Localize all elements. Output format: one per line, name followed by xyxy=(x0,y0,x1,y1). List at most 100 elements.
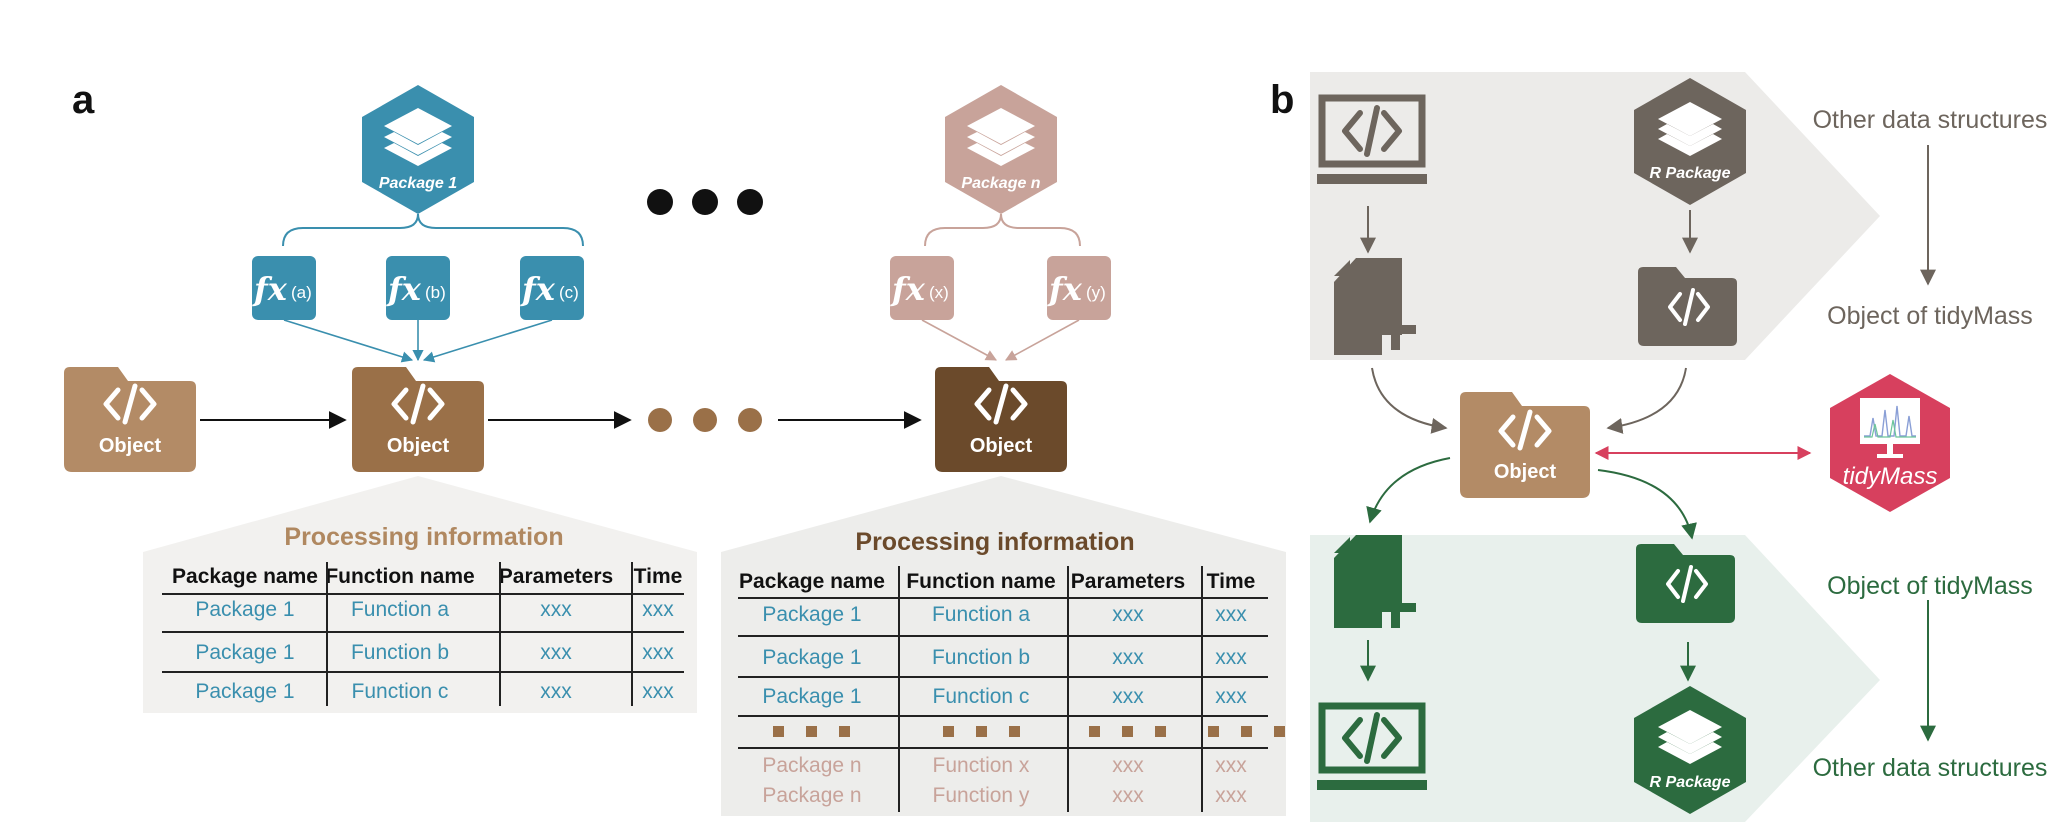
table-1-cell: xxx xyxy=(540,598,572,621)
curved-arrow-left-out-green xyxy=(1366,457,1451,524)
svg-text:(y): (y) xyxy=(1086,283,1106,302)
svg-text:(a): (a) xyxy=(291,283,312,302)
code-monitor-green-icon xyxy=(1317,702,1427,790)
package-n-brace xyxy=(924,213,1081,247)
svg-text:fx: fx xyxy=(252,270,288,308)
pink-converging-arrows xyxy=(921,319,1080,361)
table-1-cell: xxx xyxy=(642,598,674,621)
svg-text:Object: Object xyxy=(99,435,162,457)
svg-text:Object: Object xyxy=(970,435,1033,457)
table-2-cell: xxx xyxy=(1215,603,1247,626)
r-package-gray-icon: R Package xyxy=(1634,78,1746,205)
table-ellipsis-square xyxy=(806,726,817,737)
function-a-icon: fx (a) xyxy=(252,256,316,320)
table-1-cell: Package 1 xyxy=(195,680,294,703)
code-folder-gray-icon xyxy=(1638,267,1737,346)
curved-arrow-left-in-gray xyxy=(1371,367,1448,434)
function-c-icon: fx (c) xyxy=(520,256,584,320)
table-1-cell: Function a xyxy=(351,598,449,621)
table-ellipsis-square xyxy=(1241,726,1252,737)
table-1-header-cell: Package name xyxy=(172,565,318,588)
panel-a-label: a xyxy=(72,78,95,122)
table-2-cell: Package n xyxy=(762,784,861,807)
add-file-gray-icon xyxy=(1334,258,1416,355)
svg-text:R Package: R Package xyxy=(1650,774,1731,791)
table-1-cell: xxx xyxy=(540,680,572,703)
table-1-cell: Package 1 xyxy=(195,598,294,621)
table-2-cell: Function c xyxy=(933,685,1030,708)
svg-text:(b): (b) xyxy=(425,283,446,302)
ellipsis-dots-middle xyxy=(648,408,762,432)
table-ellipsis-square xyxy=(839,726,850,737)
table-2-cell: Function a xyxy=(932,603,1030,626)
center-object-folder-icon: Object xyxy=(1460,392,1590,498)
table-2-cell: Package 1 xyxy=(762,646,861,669)
table-ellipsis-square xyxy=(976,726,987,737)
processing-table-1: Package name Function name Parameters TimeP… xyxy=(162,562,684,706)
svg-text:Object: Object xyxy=(1494,461,1557,483)
table-2-cell: xxx xyxy=(1215,646,1247,669)
table-2-cell: Function x xyxy=(933,754,1030,777)
label-other-data-structures-top: Other data structures xyxy=(1813,106,2048,134)
function-x-icon: fx (x) xyxy=(890,256,954,320)
label-object-of-tidymass-bottom: Object of tidyMass xyxy=(1827,572,2033,600)
package-1-hexagon-icon: Package 1 xyxy=(362,85,474,214)
table-2-cell: xxx xyxy=(1112,784,1144,807)
code-folder-green-icon xyxy=(1636,544,1735,623)
table-1-cell: Function b xyxy=(351,641,449,664)
table-2-cell: Function b xyxy=(932,646,1030,669)
table-ellipsis-square xyxy=(943,726,954,737)
table-1-header-cell: Time xyxy=(634,565,683,588)
package-n-hexagon-icon: Package n xyxy=(945,85,1057,214)
table-ellipsis-square xyxy=(1009,726,1020,737)
tidymass-logo-icon: tidyMass xyxy=(1830,374,1950,512)
package-1-label: Package 1 xyxy=(379,175,457,192)
table-2-cell: xxx xyxy=(1215,784,1247,807)
table-2-header-cell: Parameters xyxy=(1071,570,1185,593)
table-1-header-cell: Parameters xyxy=(499,565,613,588)
svg-text:R Package: R Package xyxy=(1650,165,1731,182)
svg-text:fx: fx xyxy=(1047,270,1083,308)
processing-info-panel-2: Processing information xyxy=(721,476,1286,816)
table-2-cell: xxx xyxy=(1112,754,1144,777)
object-folder-1-icon: Object xyxy=(64,367,196,472)
table-2-cell: Function y xyxy=(933,784,1030,807)
teal-converging-arrows xyxy=(283,319,553,363)
table-ellipsis-square xyxy=(1089,726,1100,737)
table-1-cell: Package 1 xyxy=(195,641,294,664)
table-2-header-cell: Time xyxy=(1207,570,1256,593)
table-2-header-cell: Function name xyxy=(906,570,1055,593)
table-1-cell: xxx xyxy=(642,641,674,664)
svg-text:fx: fx xyxy=(890,270,926,308)
package-1-brace xyxy=(282,213,584,247)
table-1-cell: Function c xyxy=(352,680,449,703)
svg-text:fx: fx xyxy=(520,270,556,308)
function-b-icon: fx (b) xyxy=(386,256,450,320)
package-n-label: Package n xyxy=(961,175,1040,192)
function-y-icon: fx (y) xyxy=(1047,256,1111,320)
label-object-of-tidymass-top: Object of tidyMass xyxy=(1827,302,2033,330)
curved-arrow-right-in-gray xyxy=(1606,367,1687,434)
panel-b-label: b xyxy=(1270,78,1294,122)
table-2-cell: xxx xyxy=(1112,685,1144,708)
object-folder-2-icon: Object xyxy=(352,367,484,472)
table-2-cell: xxx xyxy=(1112,646,1144,669)
code-monitor-gray-icon xyxy=(1317,94,1427,184)
table-2-cell: Package 1 xyxy=(762,603,861,626)
table-1-header-cell: Function name xyxy=(325,565,474,588)
svg-text:(c): (c) xyxy=(559,283,579,302)
table-2-cell: xxx xyxy=(1215,685,1247,708)
table-2-cell: Package n xyxy=(762,754,861,777)
processing-title-1: Processing information xyxy=(284,523,563,551)
svg-text:(x): (x) xyxy=(929,283,949,302)
object-folder-n-icon: Object xyxy=(935,367,1067,472)
table-ellipsis-square xyxy=(773,726,784,737)
ellipsis-dots-top xyxy=(647,189,763,215)
svg-text:Object: Object xyxy=(387,435,450,457)
processing-title-2: Processing information xyxy=(855,528,1134,556)
table-ellipsis-square xyxy=(1122,726,1133,737)
table-1-cell: xxx xyxy=(540,641,572,664)
